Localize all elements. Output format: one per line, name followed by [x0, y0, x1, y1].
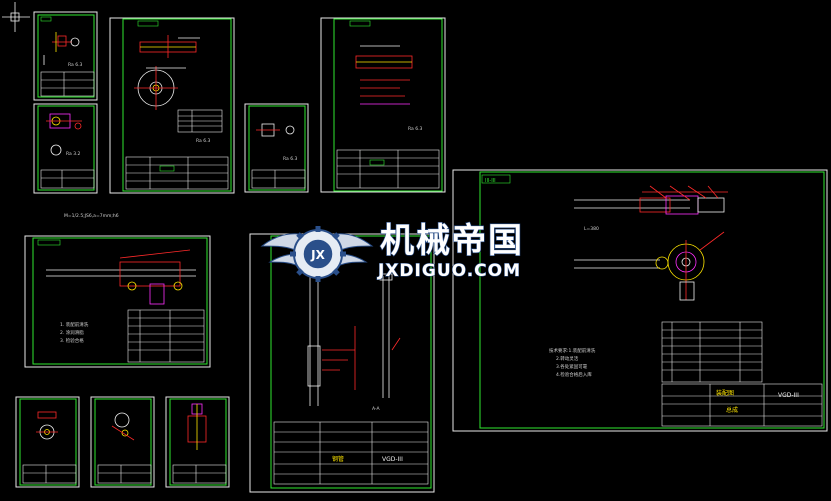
- svg-text:技术要求:1.装配前清洗: 技术要求:1.装配前清洗: [549, 347, 596, 354]
- svg-text:Ra 6.3: Ra 6.3: [408, 126, 423, 132]
- gear-wings-emblem-icon: JX: [260, 226, 374, 282]
- sheet-shaft[interactable]: Ra 6.3: [320, 17, 446, 193]
- svg-text:3. 检验合格: 3. 检验合格: [60, 337, 84, 344]
- crosshair-cursor-icon: [2, 2, 30, 32]
- watermark-en-text: JXDIGUO.COM: [377, 261, 521, 281]
- svg-text:A-A: A-A: [372, 406, 381, 412]
- svg-text:Ra 6.3: Ra 6.3: [196, 138, 211, 144]
- watermark: JX 机械帝国 JXDIGUO.COM: [260, 220, 524, 282]
- sheet-flange[interactable]: Ra 6.3: [109, 17, 235, 194]
- pipe-title-text: 钢管: [332, 455, 344, 463]
- assembly-header-text: III-III: [485, 178, 496, 184]
- sheet-subassembly[interactable]: 1. 装配前清洗 2. 涂润滑脂 3. 检验合格: [24, 235, 211, 368]
- svg-text:2.转动灵活: 2.转动灵活: [556, 355, 579, 362]
- sheet-part-4[interactable]: Ra 6.3: [244, 103, 309, 193]
- svg-text:Ra 6.3: Ra 6.3: [68, 62, 83, 68]
- svg-text:Ra 3.2: Ra 3.2: [66, 151, 81, 157]
- assembly-title-text: 总成: [726, 406, 738, 414]
- assembly-stamp-text: 装配图: [716, 389, 734, 397]
- pipe-code-text: VGD-III: [382, 456, 403, 463]
- sheet-part-8[interactable]: [90, 396, 155, 488]
- svg-text:2. 涂润滑脂: 2. 涂润滑脂: [60, 329, 84, 336]
- sheet-part-9[interactable]: [165, 396, 230, 488]
- svg-text:3.各处紧固可靠: 3.各处紧固可靠: [556, 363, 588, 370]
- loose-note-text: M=1/2.5;JS6,a=7mm;h6: [64, 213, 119, 219]
- assembly-code-text: VGD-III: [778, 392, 799, 399]
- sheet-main-assembly[interactable]: III-III L=380 技术要求:1.装配前清洗 2.转动灵活 3.各处紧固…: [452, 169, 828, 432]
- svg-text:1. 装配前清洗: 1. 装配前清洗: [60, 321, 89, 328]
- svg-text:Ra 6.3: Ra 6.3: [283, 156, 298, 162]
- sheet-part-1[interactable]: Ra 6.3: [33, 11, 98, 101]
- svg-text:L=380: L=380: [584, 226, 599, 232]
- watermark-cn-text: 机械帝国: [380, 221, 524, 261]
- svg-text:4.检验合格后入库: 4.检验合格后入库: [556, 371, 592, 378]
- sheet-part-7[interactable]: [15, 396, 80, 488]
- emblem-letter-text: JX: [310, 248, 325, 262]
- sheet-part-2[interactable]: Ra 3.2: [33, 103, 98, 194]
